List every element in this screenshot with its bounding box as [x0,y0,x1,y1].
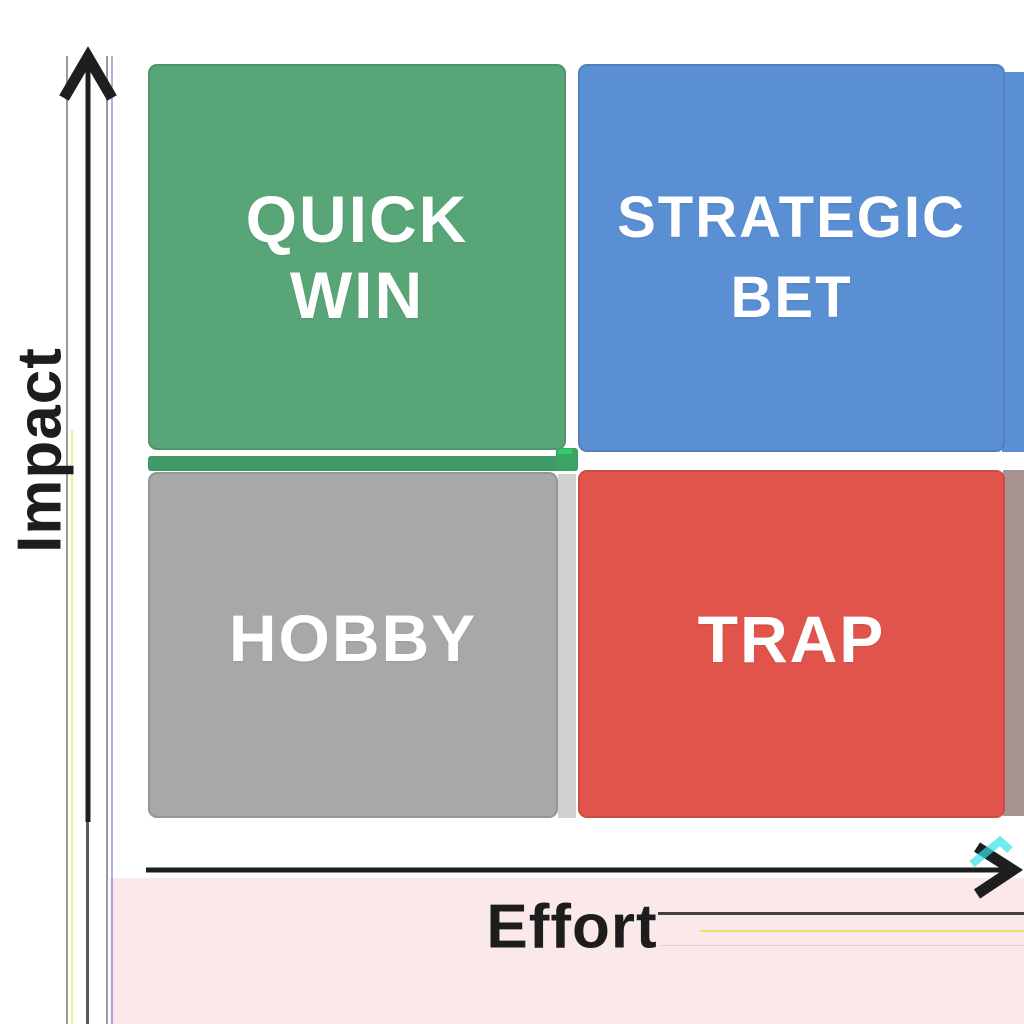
label-line: BET [730,265,853,330]
vertical-line-artifact [106,56,108,1024]
quadrant-trap: TRAP [578,470,1005,818]
quadrant-quick-win-label: QUICK WIN [246,181,469,333]
quadrant-strategic-bet: STRATEGIC BET [578,64,1005,452]
label-line: WIN [289,258,425,332]
y-axis-label: Impact [5,347,75,553]
background-tint-region [110,878,1024,1024]
blue-right-extension [1002,72,1024,452]
label-line: TRAP [697,602,886,676]
quadrant-hobby-label: HOBBY [229,600,477,676]
cyan-smudge-artifact [969,835,1013,868]
quadrant-strategic-bet-label: STRATEGIC BET [617,178,966,338]
quadrant-trap-label: TRAP [698,601,886,677]
quadrant-hobby: HOBBY [148,472,558,818]
label-line: HOBBY [228,601,478,675]
center-green-glint [558,449,572,454]
y-axis-arrowhead-icon [59,46,117,101]
red-right-extension [1003,470,1024,816]
x-axis-label: Effort [486,892,658,962]
green-bottom-strip [148,456,578,471]
label-line: QUICK [245,182,469,256]
label-line: STRATEGIC [617,185,966,250]
quadrant-quick-win: QUICK WIN [148,64,566,450]
gray-right-strip [558,474,576,818]
y-axis-continuation-artifact [86,822,89,1024]
